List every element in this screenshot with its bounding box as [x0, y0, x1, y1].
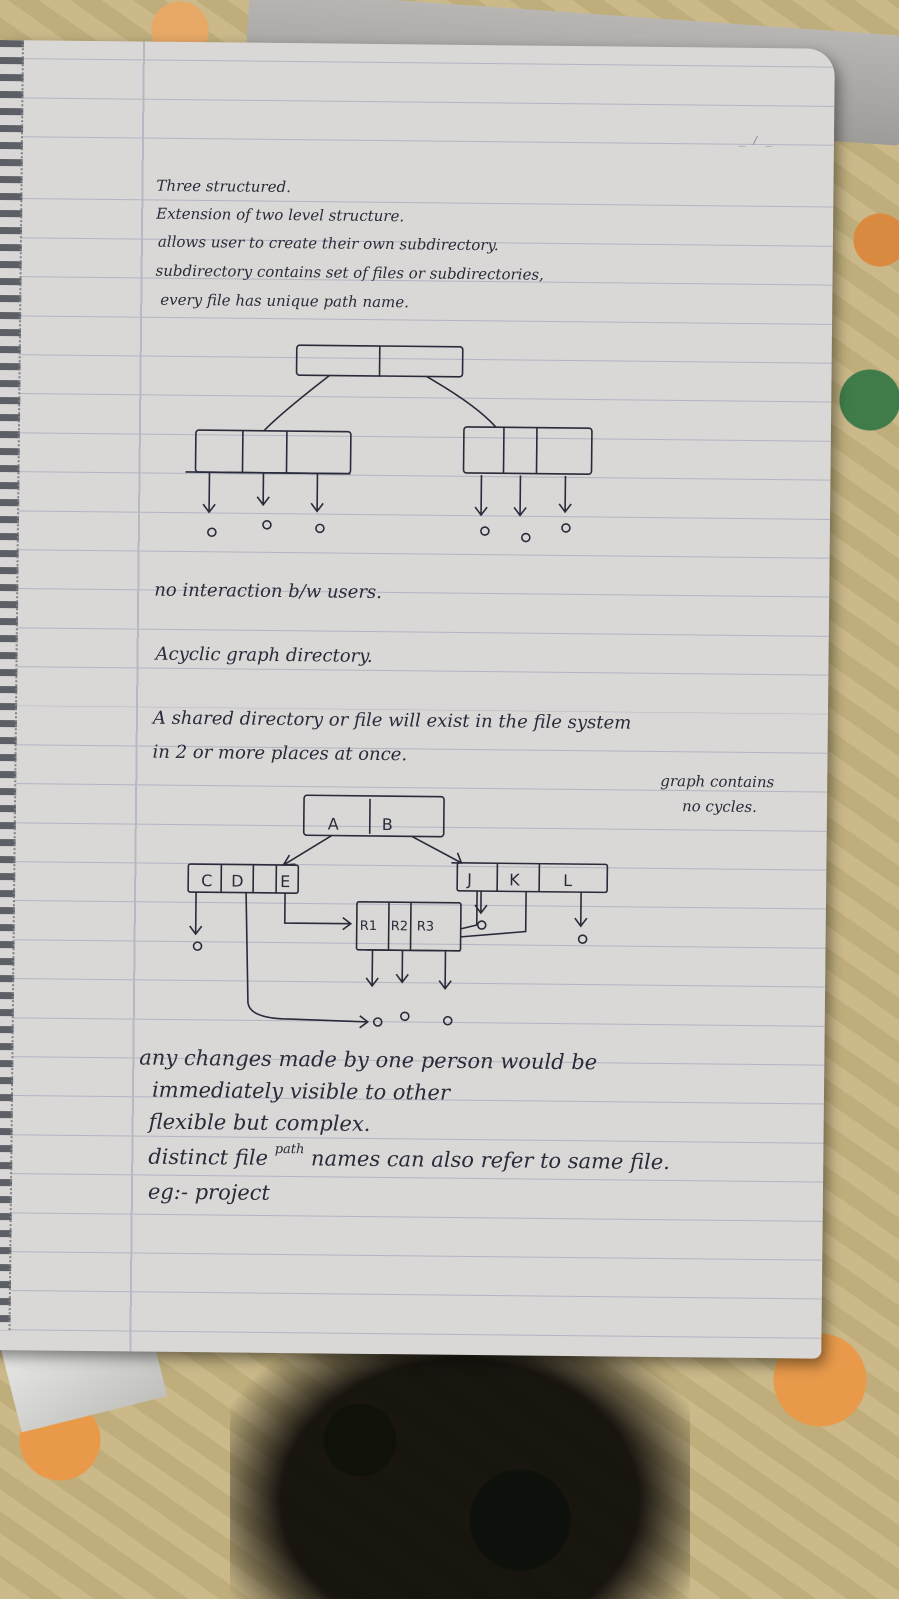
root-node — [302, 794, 445, 838]
file-node — [476, 920, 487, 930]
node-label-a: A — [328, 814, 339, 833]
inserted-word: path — [274, 1141, 305, 1158]
right-subdirectory-node — [462, 426, 593, 475]
file-node — [192, 941, 203, 951]
right-directory-node — [456, 862, 609, 894]
notebook-page: _ / _ Three structured. Extension of two… — [0, 40, 835, 1359]
file-node — [480, 526, 490, 536]
file-node — [521, 532, 531, 543]
file-node — [561, 523, 571, 533]
note-example: eg:- project — [147, 1179, 271, 1205]
node-label-k: K — [509, 870, 520, 889]
node-label-d: D — [231, 871, 244, 890]
node-label-l: L — [563, 871, 572, 890]
node-label-b: B — [382, 815, 393, 834]
file-node — [399, 1011, 410, 1022]
node-label-r1: R1 — [360, 919, 377, 934]
note-line-distinct: distinct file path names can also refer … — [148, 1141, 671, 1175]
node-label-c: C — [201, 871, 212, 890]
note-line: flexible but complex. — [148, 1109, 371, 1136]
tree-structure-diagram — [185, 344, 593, 543]
note-text: distinct file — [148, 1144, 269, 1170]
note-line: any changes made by one person would be — [139, 1045, 598, 1075]
file-node — [207, 527, 217, 538]
file-node — [315, 523, 325, 534]
node-label-r3: R3 — [417, 919, 434, 934]
node-label-j: J — [466, 870, 472, 889]
file-node — [372, 1017, 383, 1027]
left-directory-node — [187, 863, 300, 894]
file-node — [262, 520, 272, 530]
file-node — [442, 1015, 453, 1026]
note-text: names can also refer to same file. — [310, 1146, 671, 1175]
node-label-r2: R2 — [391, 919, 408, 934]
acyclic-graph-diagram: A B C D E J K L R1 R2 R3 — [187, 794, 609, 1029]
phone-shadow — [230, 1320, 690, 1599]
node-label-e: E — [280, 872, 290, 891]
file-node — [577, 934, 588, 944]
note-line: immediately visible to other — [151, 1077, 451, 1105]
